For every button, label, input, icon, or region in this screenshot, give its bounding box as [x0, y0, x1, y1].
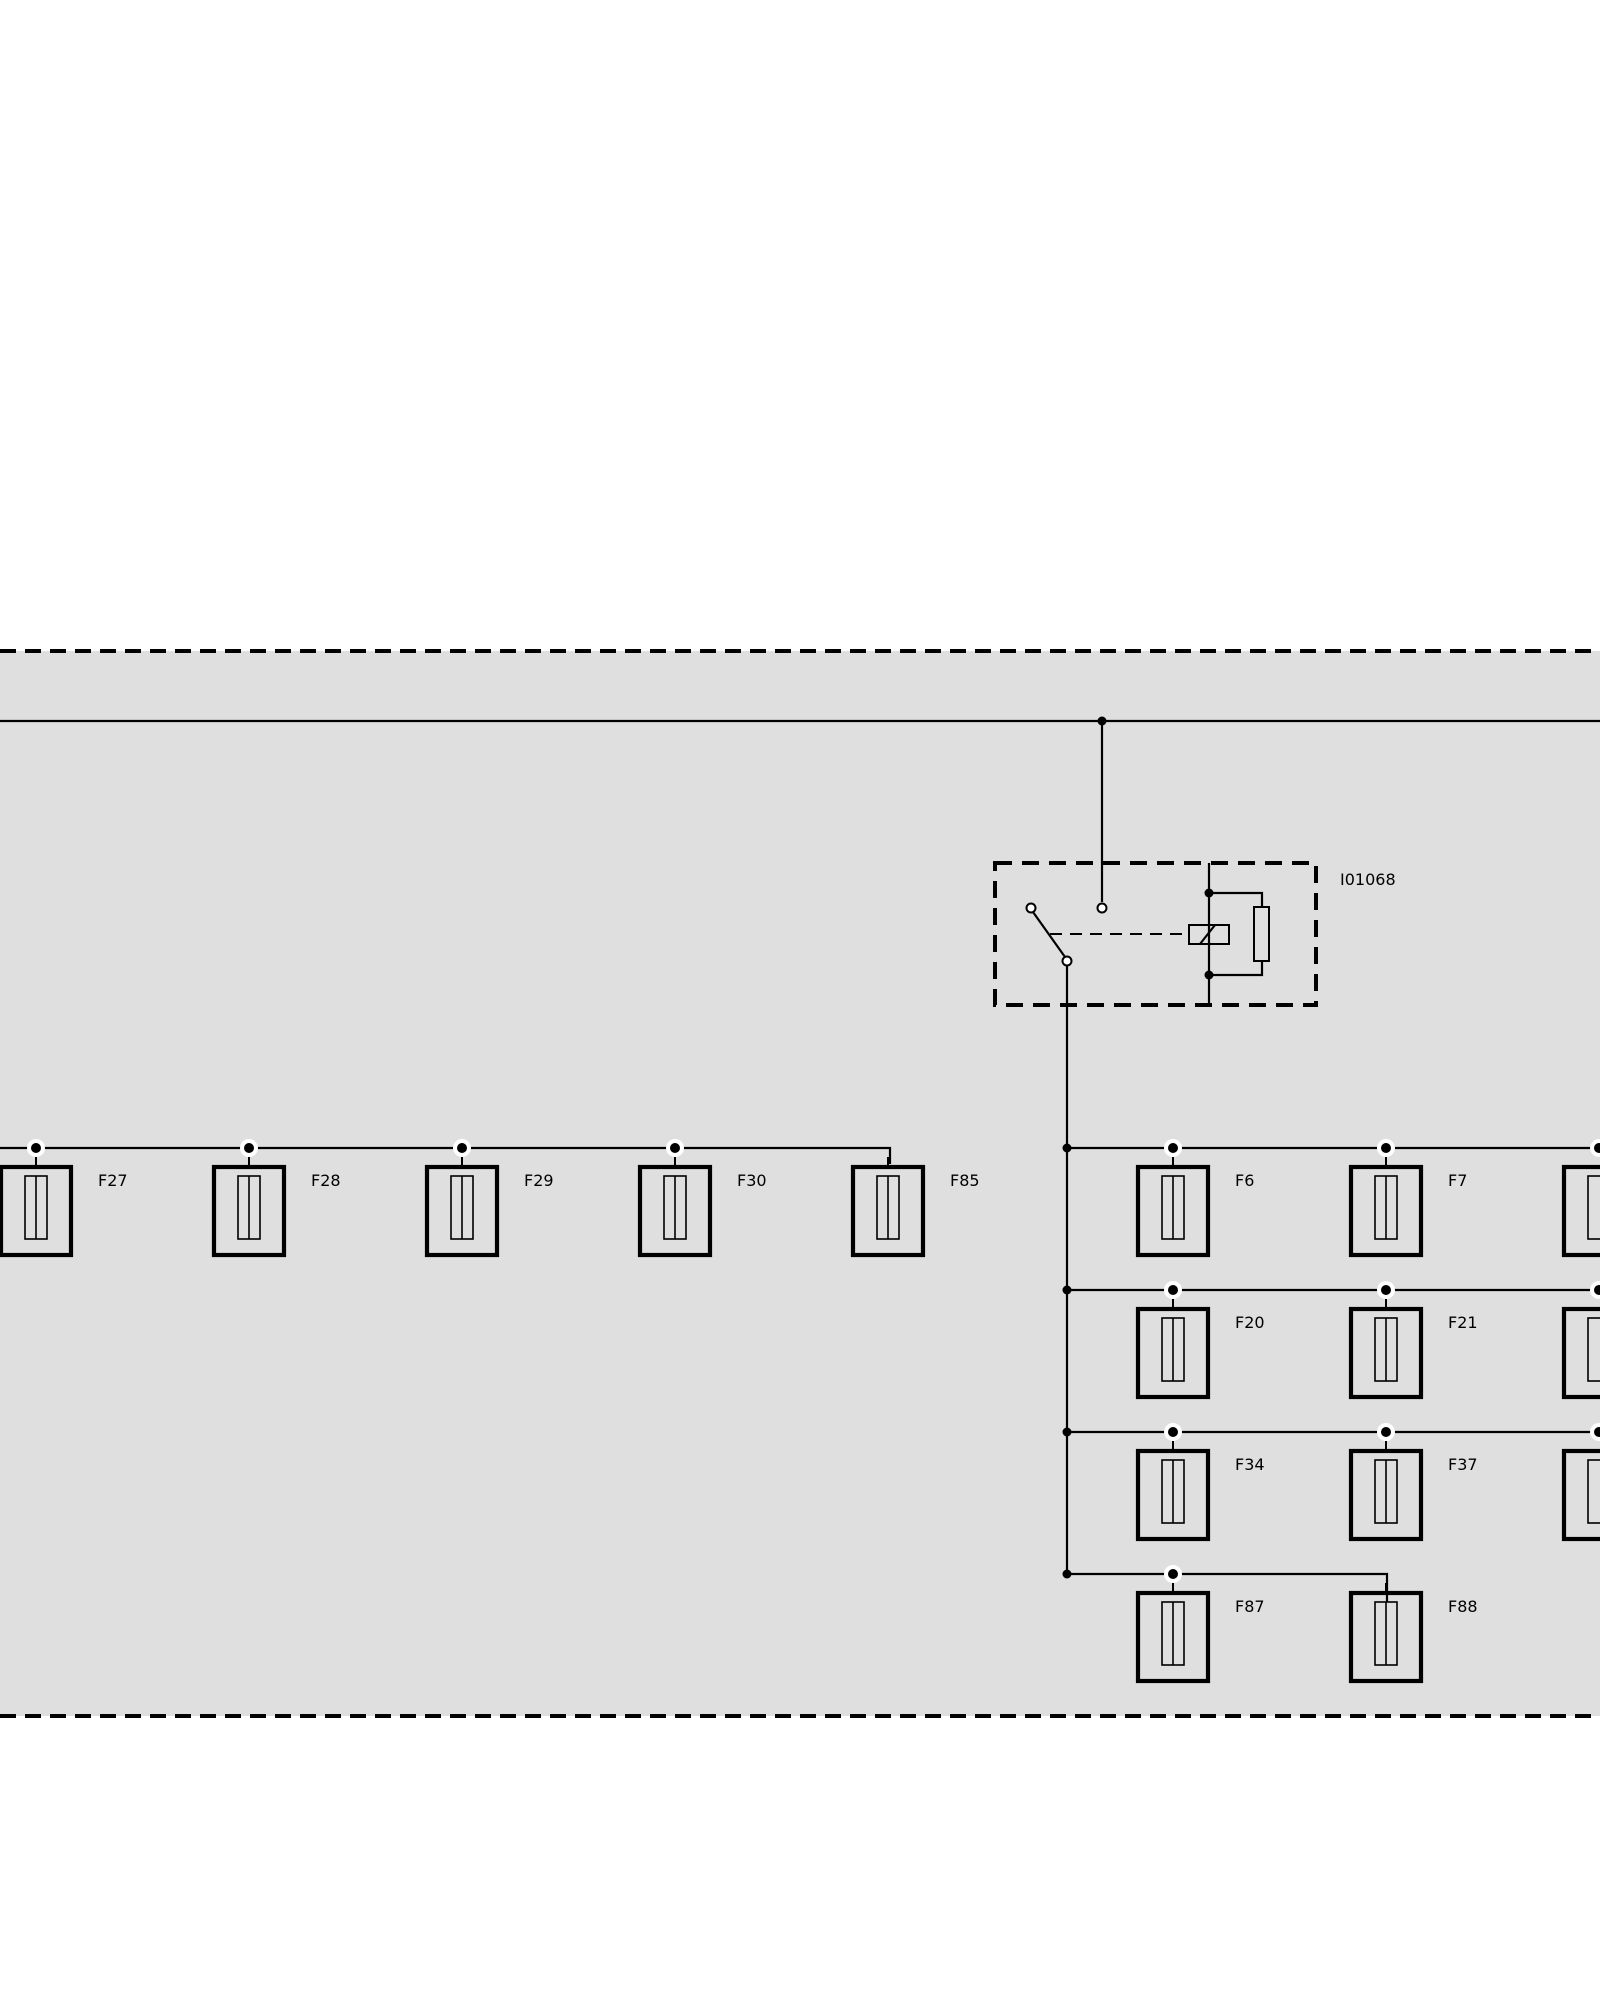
fuse-terminal	[1168, 1427, 1178, 1437]
fuse-holder	[424, 1164, 500, 1258]
fuse-holder	[1561, 1164, 1600, 1258]
relay-coil-diagonal	[1199, 924, 1216, 945]
relay-switch-arm	[1032, 911, 1066, 958]
fuse-terminal	[1168, 1569, 1178, 1579]
fuse-holder	[1348, 1306, 1424, 1400]
fuse-label: F30	[737, 1171, 767, 1190]
fuse-element	[1587, 1175, 1600, 1240]
fuse-label: F21	[1448, 1313, 1478, 1332]
fuse-icon: F85	[850, 1157, 980, 1258]
fuse-icon: F30	[637, 1139, 767, 1258]
relay-resistor-wire-lower	[1209, 961, 1264, 977]
relay-label: I01068	[1340, 870, 1396, 889]
fuse-terminal	[670, 1143, 680, 1153]
fuse-terminal	[1594, 1143, 1600, 1153]
fuse-icon-partial	[1561, 1423, 1600, 1542]
fuse-holder	[850, 1164, 926, 1258]
fuse-box-panel	[0, 651, 1600, 1716]
fuse-label: F6	[1235, 1171, 1254, 1190]
feeder-junction	[1062, 1285, 1072, 1295]
fuse-terminal	[1168, 1143, 1178, 1153]
feeder-junction	[1062, 1569, 1072, 1579]
fuse-label: F34	[1235, 1455, 1265, 1474]
fuse-terminal	[244, 1143, 254, 1153]
left-fuse-rail	[0, 1146, 892, 1164]
fuse-icon-partial	[1561, 1281, 1600, 1400]
fuse-holder	[1135, 1590, 1211, 1684]
fuse-label: F27	[98, 1171, 128, 1190]
fuse-holder	[1561, 1448, 1600, 1542]
fuse-label: F29	[524, 1171, 554, 1190]
fuse-terminal	[31, 1143, 41, 1153]
relay-resistor-wire	[1209, 891, 1264, 907]
fuse-terminal	[1594, 1427, 1600, 1437]
fuse-icon: F87	[1135, 1565, 1265, 1684]
fuse-icon: F28	[211, 1139, 341, 1258]
fuse-label: F28	[311, 1171, 341, 1190]
fuse-icon: F21	[1348, 1281, 1478, 1400]
fuse-element	[1587, 1317, 1600, 1382]
fuse-holder	[1135, 1164, 1211, 1258]
fuse-holder	[211, 1164, 287, 1258]
fuse-terminal	[1381, 1427, 1391, 1437]
fuse-label: F20	[1235, 1313, 1265, 1332]
feeder-junction	[1062, 1427, 1072, 1437]
fuse-holder	[1348, 1448, 1424, 1542]
fuse-label: F37	[1448, 1455, 1478, 1474]
feeder-junction	[1062, 1143, 1072, 1153]
fuse-terminal	[1381, 1143, 1391, 1153]
fuse-icon: F6	[1135, 1139, 1254, 1258]
fuse-icon: F7	[1348, 1139, 1467, 1258]
relay-contact-left	[1025, 902, 1037, 914]
fuse-icon: F29	[424, 1139, 554, 1258]
fuse-holder	[1135, 1448, 1211, 1542]
relay-contact-common	[1061, 955, 1073, 967]
fuse-label: F85	[950, 1171, 980, 1190]
fuse-holder	[1348, 1590, 1424, 1684]
fuse-terminal	[457, 1143, 467, 1153]
fuse-icon: F34	[1135, 1423, 1265, 1542]
fuse-holder	[1348, 1164, 1424, 1258]
fuse-terminal	[1168, 1285, 1178, 1295]
fuse-label: F87	[1235, 1597, 1265, 1616]
fuse-holder	[0, 1164, 74, 1258]
fuse-icon: F88	[1348, 1583, 1478, 1684]
fuse-icon: F37	[1348, 1423, 1478, 1542]
fuse-label: F88	[1448, 1597, 1478, 1616]
fuse-holder	[1135, 1306, 1211, 1400]
fuse-element	[1587, 1459, 1600, 1524]
relay-housing	[993, 861, 1318, 1007]
fuse-holder	[637, 1164, 713, 1258]
fuse-icon-partial	[1561, 1139, 1600, 1258]
relay-icon	[993, 861, 1318, 1007]
fuse-icon: F20	[1135, 1281, 1265, 1400]
relay-resistor	[1253, 906, 1270, 962]
fuse-terminal	[1594, 1285, 1600, 1295]
fuse-icon: F27	[0, 1139, 128, 1258]
fuse-terminal	[1381, 1285, 1391, 1295]
fuse-label: F7	[1448, 1171, 1467, 1190]
fuse-holder	[1561, 1306, 1600, 1400]
relay-contact-upper	[1096, 902, 1108, 914]
